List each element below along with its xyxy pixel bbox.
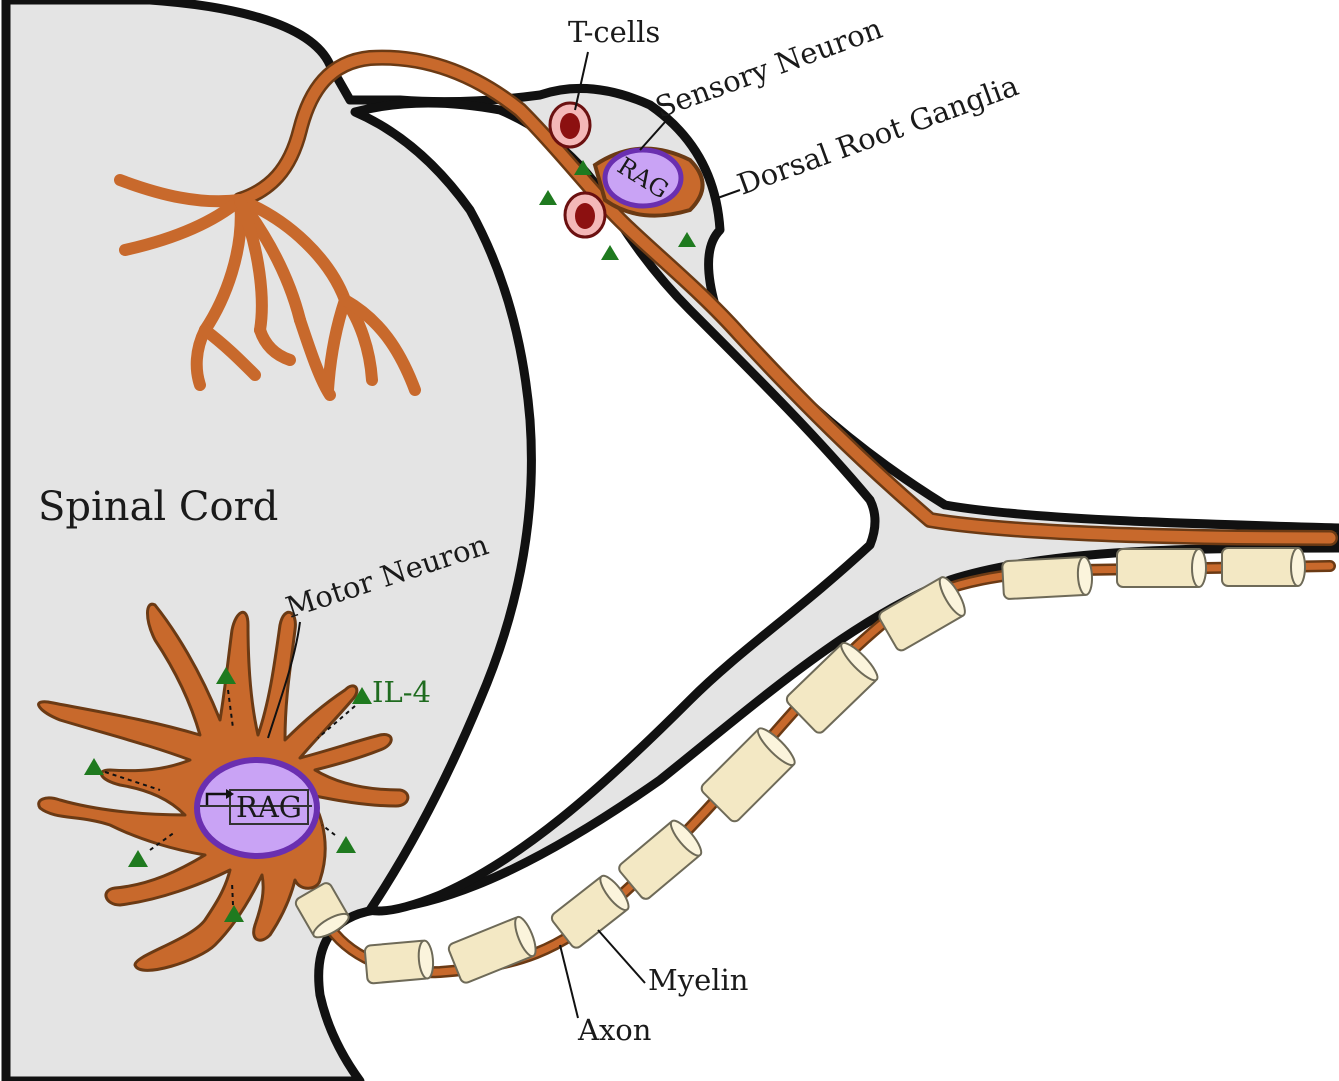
myelin-segment [1002, 557, 1093, 600]
t-cells-label: T-cells [568, 15, 660, 49]
dorsal-root-ganglia-label: Dorsal Root Ganglia [733, 68, 1023, 201]
axon-leader [560, 945, 578, 1018]
il4-label: IL-4 [372, 675, 431, 709]
myelin-segment [1117, 549, 1206, 587]
motor-rag-label: RAG [236, 790, 302, 824]
myelin-segment [1222, 548, 1305, 586]
axon-label: Axon [577, 1013, 651, 1047]
sensory-neuron-label: Sensory Neuron [651, 11, 887, 125]
myelin-segment [447, 914, 540, 984]
myelin-segment [364, 940, 434, 984]
spinal-cord-label: Spinal Cord [38, 484, 278, 530]
dorsal-root-ganglion: RAG [595, 149, 703, 216]
myelin-label: Myelin [648, 963, 748, 997]
t-cell [565, 193, 605, 237]
myelin-leader [598, 930, 645, 983]
t-cell [550, 103, 590, 147]
